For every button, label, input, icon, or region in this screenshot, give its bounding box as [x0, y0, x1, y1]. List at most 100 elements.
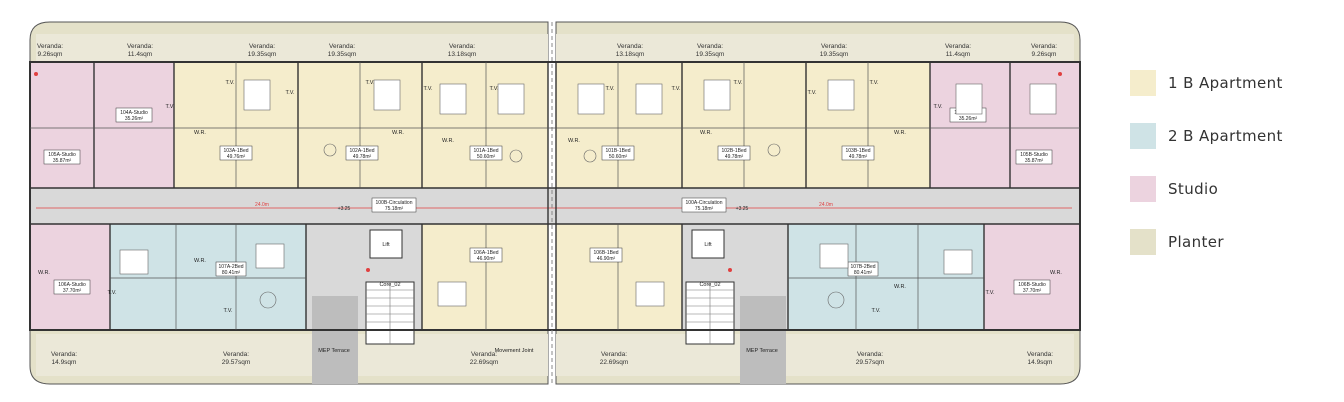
- legend-item-studio: Studio: [1130, 176, 1330, 202]
- veranda-top-10: Veranda:9.26sqm: [1031, 43, 1057, 58]
- lift-right: [691, 229, 725, 259]
- legend-label-studio: Studio: [1168, 180, 1219, 198]
- veranda-inset-top-left: [36, 34, 548, 62]
- unit-104b-fill: [930, 62, 1010, 188]
- veranda-inset-top-right: [556, 34, 1074, 62]
- veranda-top-8: Veranda:19.35sqm: [820, 43, 849, 58]
- legend-label-2b: 2 B Apartment: [1168, 127, 1283, 145]
- veranda-top-4: Veranda:19.35sqm: [328, 43, 357, 58]
- legend-label-1b: 1 B Apartment: [1168, 74, 1283, 92]
- veranda-bottom-2: Veranda:29.57sqm: [222, 351, 251, 366]
- unit-106a-studio-fill: [30, 224, 110, 330]
- veranda-top-7: Veranda:19.35sqm: [696, 43, 725, 58]
- legend: 1 B Apartment 2 B Apartment Studio Plant…: [1130, 70, 1330, 282]
- unit-101b-fill: [556, 62, 682, 188]
- walls: [29, 22, 1081, 384]
- unit-104a-fill: [94, 62, 174, 188]
- corridor-fill: [30, 188, 1080, 224]
- mep-terrace-right: [740, 296, 786, 384]
- veranda-top-labels: Veranda:9.26sqm Veranda:11.4sqm Veranda:…: [37, 43, 1057, 58]
- tv-label: T.V.: [734, 80, 743, 86]
- mep-terrace-left: [312, 296, 358, 384]
- marker-dot: [728, 268, 732, 272]
- wr-label: W.R.: [194, 258, 206, 264]
- bottom-units: [30, 224, 1080, 384]
- wr-label: W.R.: [194, 130, 206, 136]
- movement-joint-label: Movement Joint: [495, 348, 534, 354]
- mep-label-right: MEP Terrace: [746, 348, 778, 354]
- marker-dot: [1058, 72, 1062, 76]
- legend-item-planter: Planter: [1130, 229, 1330, 255]
- level-mark-left: +3.25: [338, 206, 351, 212]
- veranda-top-9: Veranda:11.4sqm: [945, 43, 971, 58]
- room-annotations: T.V. T.V. T.V. T.V. T.V. T.V. T.V. T.V. …: [38, 80, 1062, 314]
- legend-item-2b: 2 B Apartment: [1130, 123, 1330, 149]
- unit-101a-fill: [422, 62, 548, 188]
- veranda-top-5: Veranda:13.18sqm: [448, 43, 477, 58]
- wr-label: W.R.: [38, 270, 50, 276]
- tv-label: T.V.: [490, 86, 499, 92]
- tv-label: T.V.: [870, 80, 879, 86]
- unit-107b-fill: [788, 224, 984, 330]
- veranda-bottom-4: Veranda:22.69sqm: [600, 351, 629, 366]
- furniture: [119, 79, 1057, 309]
- veranda-inset-bottom-left: [36, 334, 548, 376]
- lift-label-right: Lift: [704, 242, 712, 248]
- level-mark-right: +3.25: [736, 206, 749, 212]
- wr-label: W.R.: [392, 130, 404, 136]
- dim-text-left: 24.0m: [255, 202, 269, 208]
- tv-label: T.V.: [934, 104, 943, 110]
- marker-dot: [34, 72, 38, 76]
- corridor: [30, 188, 1080, 224]
- floor-plan: Veranda:9.26sqm Veranda:11.4sqm Veranda:…: [29, 21, 1081, 385]
- veranda-bottom-5: Veranda:29.57sqm: [856, 351, 885, 366]
- tv-label: T.V.: [224, 308, 233, 314]
- tv-label: T.V.: [226, 80, 235, 86]
- core-label-left: Core_02: [379, 282, 400, 288]
- core-labels: Lift Lift Core_02 Core_02 MEP Terrace ME…: [318, 242, 778, 354]
- veranda-top-2: Veranda:11.4sqm: [127, 43, 153, 58]
- veranda-bottom-labels: Veranda:14.9sqm Veranda:29.57sqm Veranda…: [51, 351, 1053, 366]
- wr-label: W.R.: [700, 130, 712, 136]
- veranda-inset-bottom-right: [556, 334, 1074, 376]
- tv-label: T.V.: [166, 104, 175, 110]
- unit-106b-studio-fill: [984, 224, 1080, 330]
- wr-label: W.R.: [568, 138, 580, 144]
- veranda-bottom-6: Veranda:14.9sqm: [1027, 351, 1053, 366]
- veranda-top-3: Veranda:19.35sqm: [248, 43, 277, 58]
- veranda-top-6: Veranda:13.18sqm: [616, 43, 645, 58]
- tv-label: T.V.: [424, 86, 433, 92]
- unit-106b-1bed-fill: [556, 224, 682, 330]
- outer-wall: [29, 61, 1081, 331]
- lift-label-left: Lift: [382, 242, 390, 248]
- veranda-bottom-1: Veranda:14.9sqm: [51, 351, 77, 366]
- legend-swatch-studio: [1130, 176, 1156, 202]
- legend-item-1b: 1 B Apartment: [1130, 70, 1330, 96]
- legend-swatch-planter: [1130, 229, 1156, 255]
- tv-label: T.V.: [872, 308, 881, 314]
- tv-label: T.V.: [108, 290, 117, 296]
- legend-swatch-2b: [1130, 123, 1156, 149]
- lift-left: [369, 229, 403, 259]
- veranda-top-1: Veranda:9.26sqm: [37, 43, 63, 58]
- wr-label: W.R.: [894, 130, 906, 136]
- top-units: [30, 62, 1080, 188]
